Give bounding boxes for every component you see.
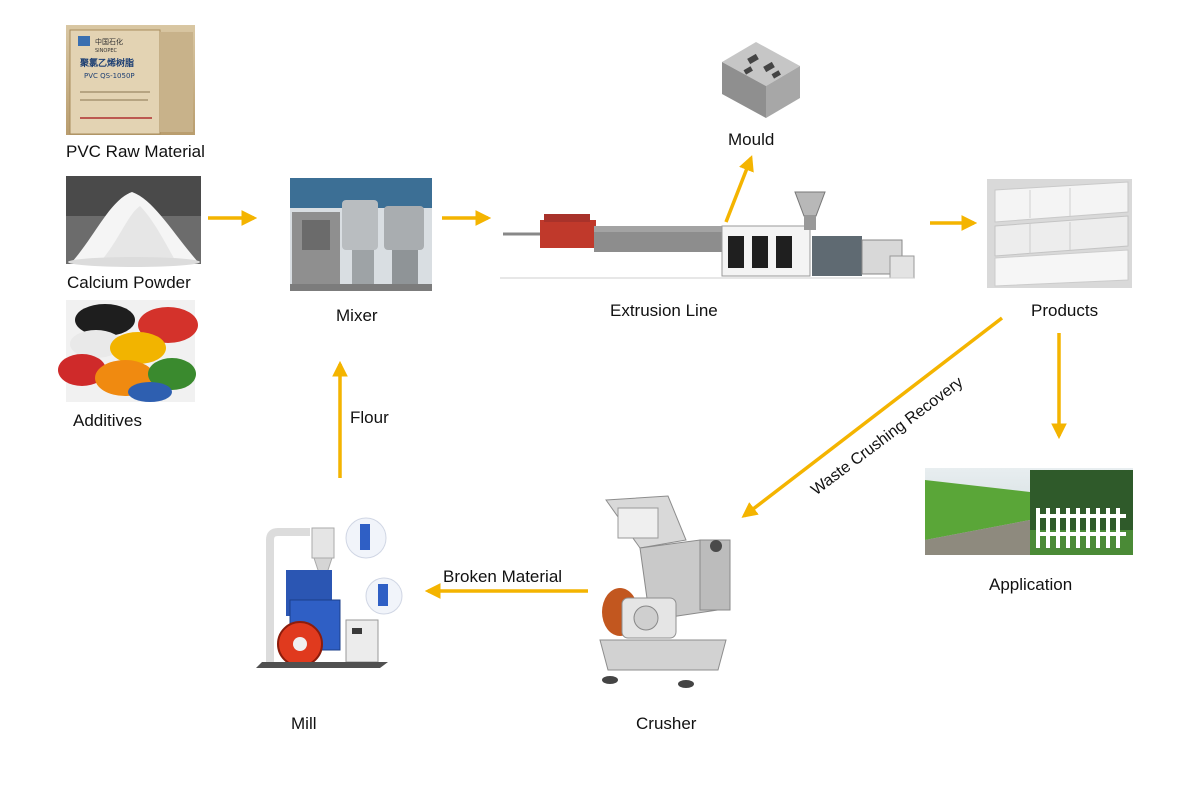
bag-brand-en: SINOPEC <box>95 48 117 54</box>
mill-label: Mill <box>291 714 317 733</box>
crusher-image <box>599 495 731 688</box>
pvc-raw-material-image: 中国石化 SINOPEC 聚氯乙烯树脂 PVC QS-1050P <box>66 25 195 135</box>
broken-material-label: Broken Material <box>443 567 563 586</box>
pvc-raw-material-label: PVC Raw Material <box>66 142 205 161</box>
additives-label: Additives <box>73 411 142 430</box>
mould-label: Mould <box>728 130 775 149</box>
calcium-powder-label: Calcium Powder <box>67 273 191 292</box>
bag-brand-cn: 中国石化 <box>95 37 123 46</box>
mixer-image <box>290 178 432 291</box>
flour-label: Flour <box>350 408 389 427</box>
calcium-powder-image <box>66 176 201 267</box>
bag-product-cn: 聚氯乙烯树脂 <box>79 57 134 69</box>
bag-product-en: PVC QS-1050P <box>84 72 135 80</box>
extrusion-line-label: Extrusion Line <box>610 301 718 320</box>
mixer-label: Mixer <box>336 306 378 325</box>
arrow-to-mould <box>724 155 754 223</box>
crusher-label: Crusher <box>636 714 697 733</box>
products-image <box>987 179 1132 288</box>
application-label: Application <box>989 575 1073 594</box>
flow-arrows <box>208 155 1067 599</box>
application-image <box>925 468 1133 555</box>
sinopec-logo-icon <box>78 36 90 46</box>
products-label: Products <box>1031 301 1099 320</box>
arrow-waste-to-crusher <box>741 316 1004 518</box>
additives-image <box>58 300 198 402</box>
mill-image <box>256 517 403 668</box>
mould-image <box>722 42 800 118</box>
extrusion-line-image <box>500 191 915 279</box>
